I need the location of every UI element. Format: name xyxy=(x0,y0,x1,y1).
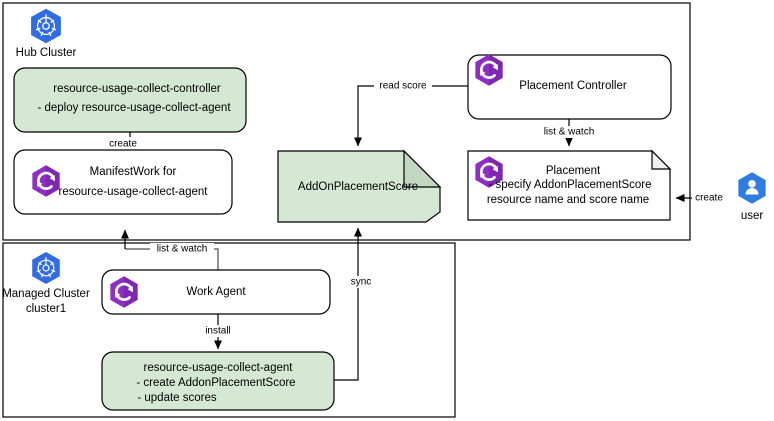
hub-cluster-container xyxy=(2,2,691,241)
edge-read-score xyxy=(354,85,468,147)
node-resource-usage-collect-controller[interactable]: resource-usage-collect-controller - depl… xyxy=(13,67,247,133)
ocm-sync-icon xyxy=(32,165,60,197)
node-box xyxy=(467,54,672,120)
edge-label-sync-score: sync xyxy=(351,277,372,288)
fold-corner xyxy=(403,149,442,188)
node-resource-usage-collect-agent[interactable]: resource-usage-collect-agent - create Ad… xyxy=(101,351,335,411)
node-work-agent[interactable]: Work Agent xyxy=(101,269,331,315)
node-line-3: - update scores xyxy=(137,392,217,404)
node-line-1: Placement Controller xyxy=(519,80,627,92)
managed-cluster-container xyxy=(2,242,456,418)
node-box xyxy=(101,351,335,411)
edge-label-list-watch-placement: list & watch xyxy=(544,127,595,138)
node-line-1: ManifestWork for xyxy=(90,166,177,178)
edge-label-read-score: read score xyxy=(379,81,427,92)
node-line-3: resource name and score name xyxy=(487,194,649,206)
managed-cluster-label-line2: cluster1 xyxy=(26,303,66,315)
node-line-2: - deploy resource-usage-collect-agent xyxy=(37,102,231,114)
ocm-sync-icon xyxy=(475,54,503,86)
node-manifestwork[interactable]: ManifestWork for resource-usage-collect-… xyxy=(13,149,233,215)
actor-user[interactable]: user xyxy=(738,172,766,222)
kubernetes-icon xyxy=(31,8,61,44)
node-line-2: - specify AddonPlacementScore xyxy=(488,179,651,191)
node-box xyxy=(13,67,247,133)
edge-label-list-watch-manifestwork: list & watch xyxy=(157,244,208,255)
node-placement[interactable]: Placement - specify AddonPlacementScore … xyxy=(467,149,672,221)
edge-label-create-placement: create xyxy=(695,193,723,204)
user-icon xyxy=(738,172,766,204)
ocm-sync-icon xyxy=(475,156,503,188)
node-line-2: - create AddonPlacementScore xyxy=(136,377,295,389)
edge-sync-score xyxy=(334,227,362,381)
fold-corner xyxy=(651,149,672,170)
hub-cluster-label: Hub Cluster xyxy=(16,47,77,59)
edge-label-create-manifestwork: create xyxy=(109,139,137,150)
node-line-1: resource-usage-collect-controller xyxy=(53,83,221,95)
node-line-1: Placement xyxy=(546,165,601,177)
node-placement-controller[interactable]: Placement Controller xyxy=(467,54,672,120)
node-line-1: resource-usage-collect-agent xyxy=(144,362,294,374)
node-line-1: Work Agent xyxy=(186,286,246,298)
kubernetes-icon xyxy=(32,252,60,284)
node-box xyxy=(13,149,233,215)
actor-user-label: user xyxy=(741,210,764,222)
node-box xyxy=(467,150,671,221)
node-line-2: resource-usage-collect-agent xyxy=(59,186,209,198)
node-box xyxy=(101,269,331,315)
node-line-1: AddOnPlacementScore xyxy=(298,181,418,193)
edge-label-install-agent: install xyxy=(205,326,231,337)
managed-cluster-label-line1: Managed Cluster xyxy=(2,288,90,300)
node-addonplacementscore[interactable]: AddOnPlacementScore xyxy=(277,149,442,223)
ocm-sync-icon xyxy=(110,276,138,308)
